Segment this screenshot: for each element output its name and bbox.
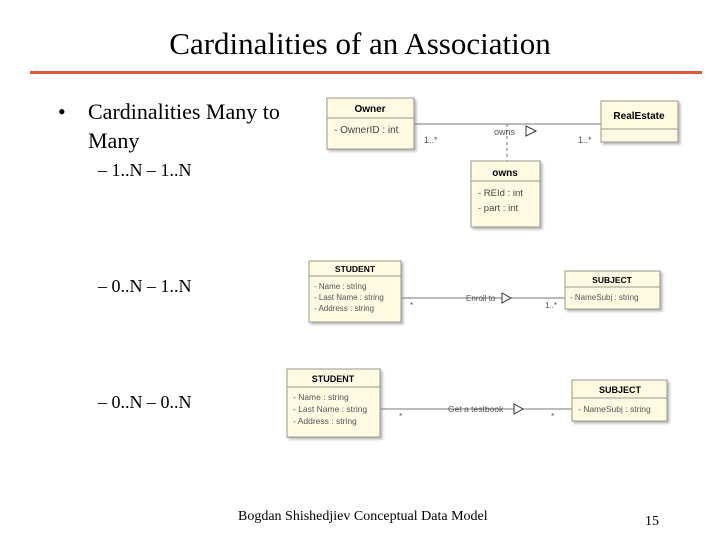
class-attribute: - Last Name : string [314,293,384,302]
case-label-1: – 1..N – 1..N [98,160,192,180]
class-box [286,368,381,438]
footer-text: Bogdan Shishedjiev Conceptual Data Model [238,509,488,524]
class-attribute: - Last Name : string [293,404,367,414]
right-multiplicity: 1..* [545,301,557,310]
class-attribute: - Name : string [314,282,366,291]
class-name: owns [492,168,518,179]
class-name: STUDENT [312,374,355,384]
class-attribute: - Address : string [314,304,374,313]
direction-arrow-icon [525,125,538,137]
class-box [326,97,415,150]
class-realestate: RealEstate [600,100,679,143]
case-label-3: – 0..N – 0..N [98,392,192,412]
title-underline [30,71,702,74]
association-name: Get a testbook [448,404,504,414]
left-multiplicity: 1..* [424,135,438,145]
class-owner: Owner - OwnerID : int [326,97,415,150]
class-name: STUDENT [335,264,376,274]
class-subject: SUBJECT - NameSubj : string [571,379,668,422]
class-box [564,270,661,310]
class-attribute: - Address : string [293,416,357,426]
class-subject: SUBJECT - NameSubj : string [564,270,661,310]
association-name: Enroll to [466,294,496,303]
case-label-2: – 0..N – 1..N [98,276,192,296]
page-number: 15 [645,514,659,529]
class-attribute: - NameSubj : string [570,293,638,302]
class-box [571,379,668,422]
class-attribute: - NameSubj : string [578,404,651,414]
class-box [308,260,402,323]
association-class-owns: owns - REId : int - part : int [470,160,541,228]
association-name: owns [494,127,516,137]
slide-title: Cardinalities of an Association [169,26,551,61]
right-multiplicity: 1..* [578,135,592,145]
class-box [600,100,679,143]
left-multiplicity: * [399,411,403,421]
class-name: Owner [354,104,385,115]
class-student: STUDENT - Name : string - Last Name : st… [308,260,402,323]
case-1-diagram: Owner - OwnerID : int RealEstate 1..* 1.… [326,97,679,228]
class-attribute: - REId : int [478,188,523,199]
class-student: STUDENT - Name : string - Last Name : st… [286,368,381,438]
class-attribute: - Name : string [293,392,349,402]
right-multiplicity: * [551,411,555,421]
class-attribute: - part : int [478,203,518,214]
class-attribute: - OwnerID : int [334,125,399,136]
class-name: SUBJECT [592,275,632,285]
bullet-text: Cardinalities Many to Many [88,99,280,153]
direction-arrow-icon [513,403,525,415]
case-3-diagram: STUDENT - Name : string - Last Name : st… [286,368,668,438]
class-name: SUBJECT [599,385,642,395]
bullet-dot-icon: • [58,99,66,124]
direction-arrow-icon [501,292,513,304]
class-name: RealEstate [613,111,665,122]
case-2-diagram: STUDENT - Name : string - Last Name : st… [308,260,661,323]
left-multiplicity: * [410,301,413,310]
class-box [470,160,541,228]
